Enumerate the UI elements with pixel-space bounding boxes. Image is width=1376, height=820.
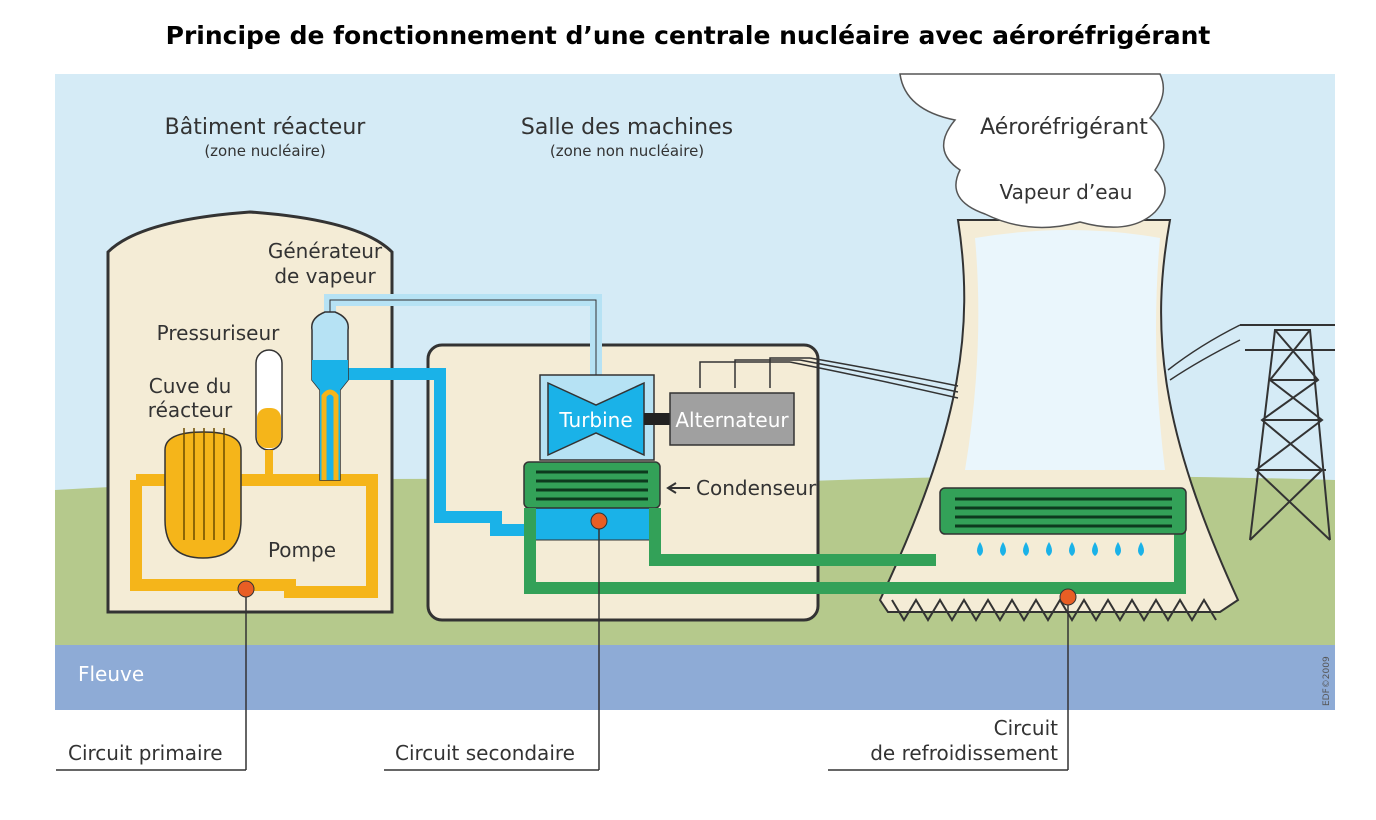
power-lines [699,324,1241,399]
tower-exchanger-tubes [955,497,1172,528]
shaft [644,413,670,425]
cooling-circuit-pipe [524,495,1186,594]
steam-generator-label-2: de vapeur [274,264,376,288]
reactor-building-label: Bâtiment réacteur [165,115,367,140]
machine-room-label: Salle des machines [521,115,733,140]
condenser-tubes [536,470,648,501]
primary-marker [237,580,255,598]
pressurizer-fill [257,408,281,448]
diagram-title: Principe de fonctionnement d’une central… [166,21,1211,50]
alternator-label: Alternateur [675,408,789,432]
cooling-circuit-label-1: Circuit [994,716,1059,740]
vessel-label-2: réacteur [148,398,233,422]
reactor-vessel [164,431,242,559]
steam-cloud [899,73,1166,229]
pump-label: Pompe [268,538,336,562]
secondary-marker [590,512,608,530]
tower-inner-cloud [965,230,1165,470]
alternator [669,392,795,446]
condenser [523,461,661,509]
condenser-label: Condenseur [696,476,817,500]
secondary-feedwater-line [340,368,536,536]
water-droplets [977,542,1144,556]
pylon [1240,324,1335,541]
condenser-arrow [666,482,690,494]
turbine [547,381,645,457]
reactor-building-sublabel: (zone nucléaire) [204,142,325,160]
steam-generator-label-1: Générateur [268,239,383,263]
secondary-circuit-label: Circuit secondaire [395,741,575,765]
steam-label: Vapeur d’eau [1000,180,1133,204]
steam-generator-water [312,360,348,480]
cooling-tower-label: Aéroréfrigérant [980,115,1148,140]
river-label: Fleuve [78,662,144,686]
tower-sawtooth [891,598,1217,622]
river [55,645,1335,710]
primary-circuit-label: Circuit primaire [68,741,223,765]
cooling-circuit-label-2: de refroidissement [870,741,1058,765]
fuel-rods [183,428,225,540]
primary-circuit-pipe [130,474,378,598]
credit-text: EDF©2009 [1322,656,1332,706]
turbine-label: Turbine [558,408,632,432]
cooling-marker [1059,588,1077,606]
vessel-label-1: Cuve du [149,374,232,398]
pressurizer-label: Pressuriseur [157,321,280,345]
steam-generator-u-tube [321,389,339,480]
machine-room-sublabel: (zone non nucléaire) [550,142,704,160]
